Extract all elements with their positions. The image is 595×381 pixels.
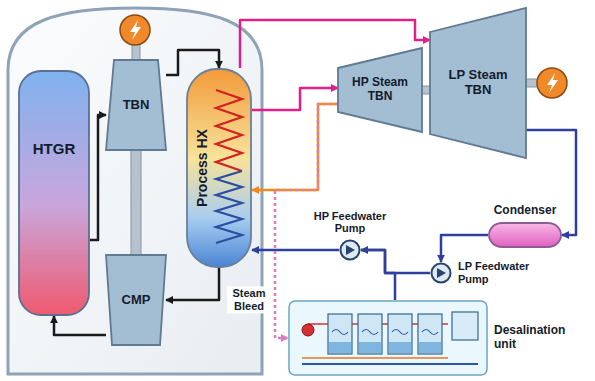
desal-pipe bbox=[302, 363, 478, 365]
node-label: HTGR bbox=[33, 140, 76, 157]
node-label: Condenser bbox=[494, 204, 557, 218]
reactor-vessel-shape bbox=[18, 70, 90, 316]
steam-turbine: LP Steam TBN bbox=[430, 8, 526, 158]
steam-turbine-outline bbox=[430, 8, 526, 158]
heat-exchanger: Process HX bbox=[186, 68, 252, 268]
generator-shaft bbox=[132, 44, 140, 61]
condenser: Condenser bbox=[488, 222, 562, 248]
pump-symbol: LP Feedwater Pump bbox=[430, 262, 452, 284]
hx-coil bbox=[216, 171, 242, 243]
desal-tube bbox=[392, 330, 408, 335]
desal-panel bbox=[289, 301, 487, 375]
reactor-vessel-outline bbox=[19, 71, 89, 315]
pump-symbol-shape bbox=[339, 239, 361, 261]
desal-condenser bbox=[452, 312, 478, 340]
lightning-bolt bbox=[547, 73, 558, 93]
node-label: LP Steam TBN bbox=[438, 68, 518, 98]
desal-stage bbox=[328, 314, 352, 354]
flow-line bbox=[252, 88, 338, 110]
desal-water bbox=[329, 342, 351, 353]
flow-line bbox=[166, 268, 219, 300]
node-label: HP Steam TBN bbox=[346, 76, 414, 104]
gas-turbine: TBN bbox=[106, 60, 166, 150]
gas-turbine-outline bbox=[106, 60, 166, 150]
heat-exchanger-outline bbox=[187, 69, 251, 267]
generator-icon bbox=[120, 15, 150, 45]
flow-line bbox=[252, 104, 338, 190]
steam-shaft bbox=[422, 86, 430, 94]
flow-line bbox=[90, 115, 106, 240]
node-label: TBN bbox=[123, 98, 150, 113]
desalination-unit-shape bbox=[288, 300, 488, 376]
node-label: LP Feedwater Pump bbox=[458, 260, 544, 285]
desal-stage bbox=[418, 314, 442, 354]
desal-stage bbox=[358, 314, 382, 354]
steam-turbine: HP Steam TBN bbox=[338, 48, 422, 132]
desal-heater bbox=[302, 324, 314, 336]
desal-water bbox=[389, 342, 411, 353]
edge-label: Steam Bleed bbox=[227, 286, 271, 313]
lightning-bolt bbox=[130, 20, 141, 40]
flow-line bbox=[526, 130, 576, 235]
flow-line bbox=[361, 250, 430, 273]
desal-tube bbox=[362, 330, 378, 335]
hx-coil bbox=[216, 90, 242, 171]
flow-line bbox=[441, 235, 488, 262]
reactor-vessel: HTGR bbox=[18, 70, 90, 316]
compressor: CMP bbox=[106, 255, 166, 345]
desal-stage bbox=[388, 314, 412, 354]
desal-water bbox=[419, 342, 441, 353]
node-label: CMP bbox=[122, 293, 151, 308]
pump-impeller bbox=[346, 245, 355, 255]
pump-body bbox=[341, 241, 360, 260]
flow-line bbox=[361, 250, 395, 300]
containment-dome bbox=[8, 8, 262, 374]
compressor-outline bbox=[106, 255, 166, 345]
condenser-outline bbox=[489, 223, 561, 247]
pump-symbol-shape bbox=[430, 262, 452, 284]
flow-line bbox=[54, 316, 106, 335]
node-label: Process HX bbox=[194, 129, 210, 207]
pump-body bbox=[432, 264, 451, 283]
generator-shaft bbox=[526, 79, 538, 87]
generator-icon bbox=[537, 68, 567, 98]
pump-symbol: HP Feedwater Pump bbox=[339, 239, 361, 261]
steam-turbine-outline bbox=[338, 48, 422, 132]
node-label: HP Feedwater Pump bbox=[304, 210, 396, 235]
desal-water bbox=[359, 342, 381, 353]
turbine-shaft bbox=[131, 150, 141, 255]
node-label: Desalination unit bbox=[494, 324, 586, 352]
desal-pipe bbox=[302, 357, 448, 359]
desalination-unit: Desalination unit bbox=[288, 300, 488, 376]
condenser-shape bbox=[488, 222, 562, 248]
flow-line bbox=[252, 249, 339, 252]
desal-tube bbox=[332, 330, 348, 335]
pump-impeller bbox=[437, 268, 446, 278]
desal-tube bbox=[422, 330, 438, 335]
